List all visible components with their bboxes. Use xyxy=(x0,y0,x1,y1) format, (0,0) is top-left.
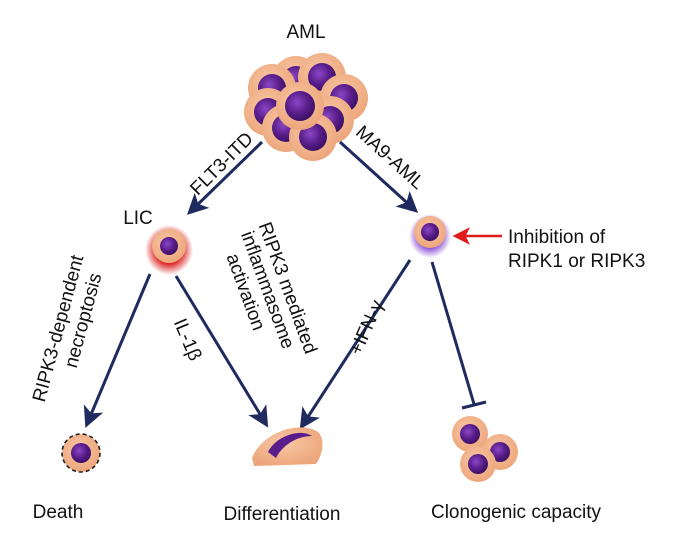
inhibition-bar xyxy=(461,400,487,410)
clonogenic-capacity-label: Clonogenic capacity xyxy=(431,502,602,523)
flt3-itd-label: FLT3-ITD xyxy=(186,128,257,199)
ma9-aml-label: MA9-AML xyxy=(351,122,428,194)
lic-cell xyxy=(145,225,193,275)
ma9-aml-cell xyxy=(409,214,451,258)
arrow-lic-to-death xyxy=(83,273,152,428)
dead-cell xyxy=(61,433,101,473)
lic-label: LIC xyxy=(123,208,153,229)
aml-cell-cluster xyxy=(244,53,368,161)
death-label: Death xyxy=(33,502,84,523)
ifn-gamma-label: +IFN-γ xyxy=(346,297,389,359)
arrow-ma9-to-differentiation xyxy=(299,259,412,430)
differentiated-cell xyxy=(252,427,323,466)
aml-label: AML xyxy=(286,22,325,43)
arrow-aml-to-lic xyxy=(186,140,264,215)
inhibition-label-line2: RIPK1 or RIPK3 xyxy=(508,251,645,272)
differentiation-label: Differentiation xyxy=(224,504,341,525)
il1b-label: IL-1β xyxy=(169,316,205,364)
clonogenic-cell-cluster xyxy=(452,416,518,482)
inhibition-line-ma9-to-clonogenic xyxy=(430,261,476,405)
arrow-aml-to-ma9 xyxy=(338,140,419,213)
inhibition-label-line1: Inhibition of xyxy=(508,227,606,248)
arrow-lic-to-differentiation xyxy=(174,275,269,428)
